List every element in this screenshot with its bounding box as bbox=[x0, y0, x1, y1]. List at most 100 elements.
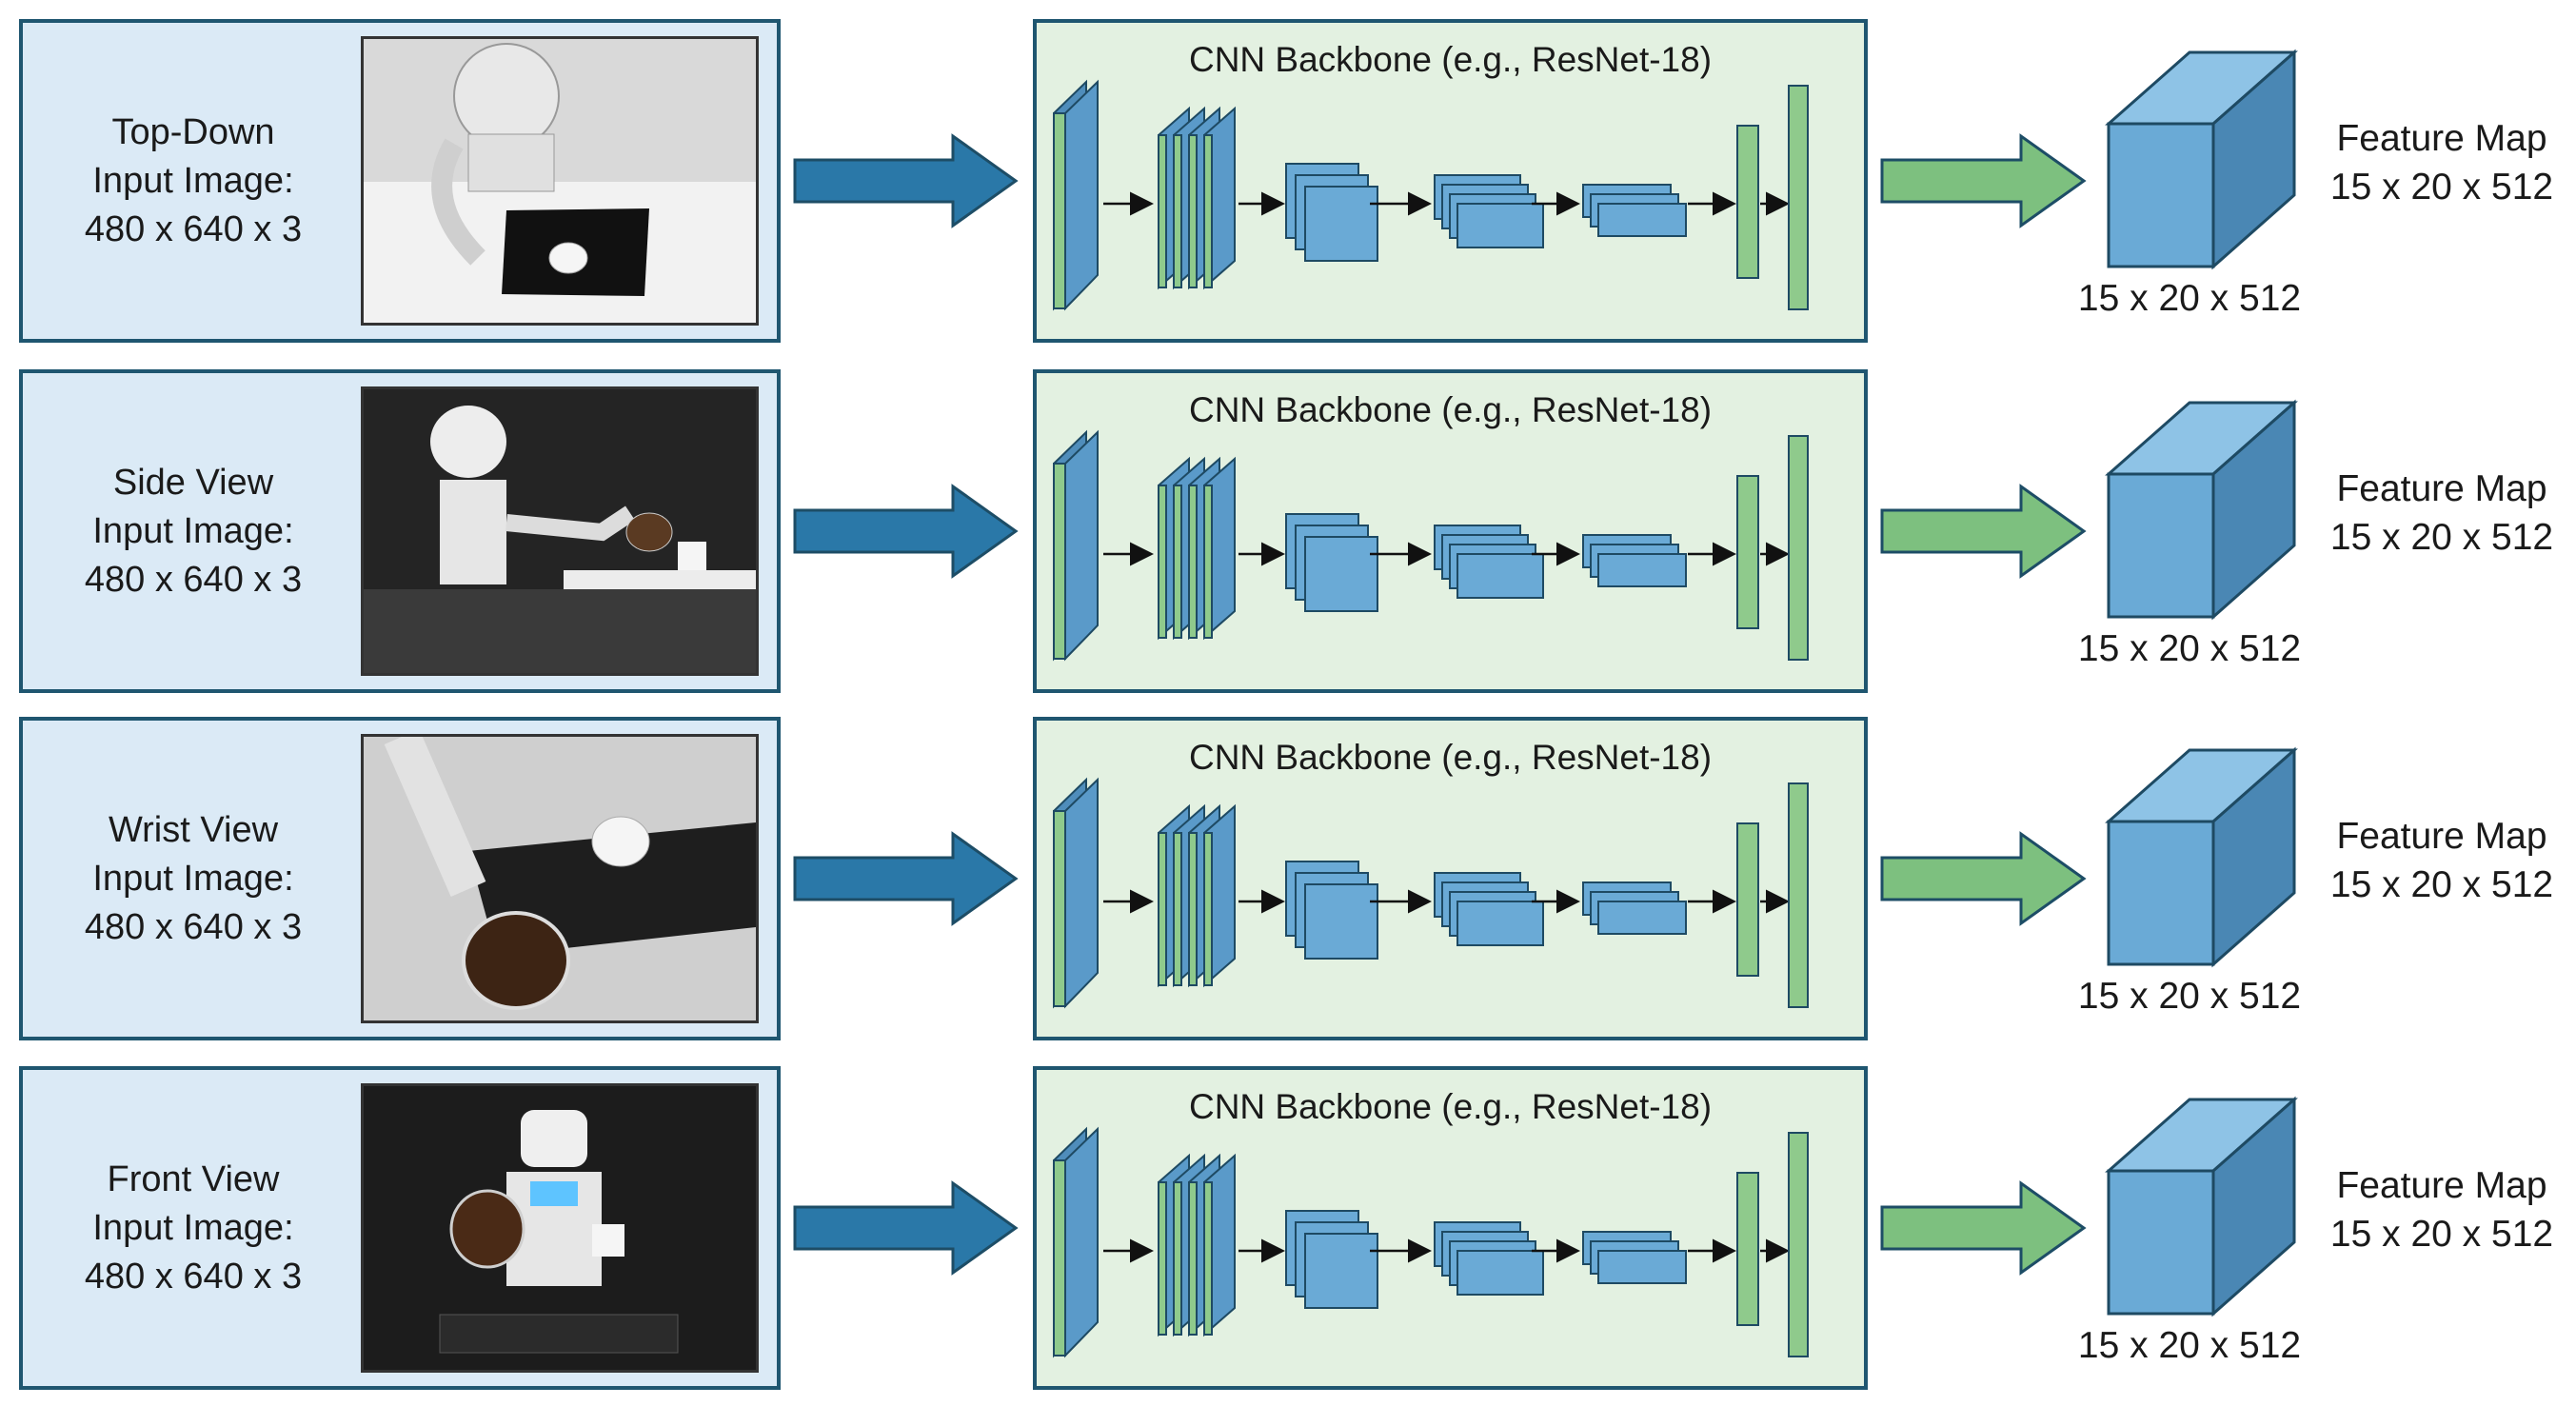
input-image-caption: Input Image: bbox=[92, 858, 294, 899]
input-image-caption: Input Image: bbox=[92, 510, 294, 551]
arrow-shape bbox=[1880, 1180, 2087, 1276]
fc-layer bbox=[1736, 1172, 1759, 1326]
cnn-backbone-panel: CNN Backbone (e.g., ResNet-18) bbox=[1033, 369, 1868, 693]
cnn-backbone-title: CNN Backbone (e.g., ResNet-18) bbox=[1188, 40, 1713, 79]
input-arrow bbox=[793, 484, 1019, 579]
input-image-dims: 480 x 640 x 3 bbox=[84, 906, 303, 947]
cnn-layer-5 bbox=[1582, 1231, 1687, 1284]
cnn-layer-2 bbox=[1158, 106, 1236, 290]
output-layer bbox=[1788, 782, 1809, 1008]
output-arrow bbox=[1880, 831, 2087, 926]
robot-camera-photo bbox=[361, 728, 759, 1023]
cnn-layer-2 bbox=[1158, 1153, 1236, 1337]
floor bbox=[364, 589, 756, 673]
feature-map-title: Feature Map bbox=[2336, 118, 2547, 159]
output-layer bbox=[1788, 435, 1809, 661]
cnn-layer-4 bbox=[1434, 1221, 1544, 1296]
feature-map-label: Feature Map 15 x 20 x 512 bbox=[2313, 812, 2570, 909]
robot-head bbox=[453, 43, 560, 149]
feature-map-dims: 15 x 20 x 512 bbox=[2329, 517, 2554, 558]
robot-scene-illustration bbox=[439, 1110, 679, 1354]
robot-arm bbox=[431, 138, 485, 266]
cnn-layer-stack bbox=[1053, 79, 1809, 311]
cnn-layer-1 bbox=[1053, 777, 1099, 1009]
cnn-layer-4 bbox=[1434, 872, 1544, 946]
cnn-layer-5 bbox=[1582, 881, 1687, 935]
cnn-layer-2 bbox=[1158, 803, 1236, 988]
robot-head bbox=[430, 406, 506, 478]
feature-map-cube bbox=[2105, 746, 2298, 968]
view-name: Wrist View bbox=[108, 809, 279, 850]
robot-arm bbox=[505, 505, 635, 542]
cnn-layer-5 bbox=[1582, 534, 1687, 587]
view-row: Front View Input Image: 480 x 640 x 3 CN… bbox=[0, 1066, 2576, 1390]
cnn-layer-3 bbox=[1285, 513, 1378, 612]
cube-dimensions: 15 x 20 x 512 bbox=[2077, 278, 2302, 319]
arrow-shape bbox=[793, 1180, 1019, 1276]
cnn-layer-stack bbox=[1053, 429, 1809, 662]
cnn-layer-3 bbox=[1285, 1210, 1378, 1309]
input-image-panel: Wrist View Input Image: 480 x 640 x 3 bbox=[19, 717, 781, 1040]
feature-map-label: Feature Map 15 x 20 x 512 bbox=[2313, 1161, 2570, 1258]
cup bbox=[678, 542, 706, 570]
output-arrow bbox=[1880, 484, 2087, 579]
cnn-backbone-title: CNN Backbone (e.g., ResNet-18) bbox=[1188, 1087, 1713, 1126]
cnn-layer-4 bbox=[1434, 174, 1544, 248]
cnn-backbone-panel: CNN Backbone (e.g., ResNet-18) bbox=[1033, 19, 1868, 343]
robot-body bbox=[467, 133, 555, 192]
feature-map-dims: 15 x 20 x 512 bbox=[2329, 1214, 2554, 1255]
cnn-backbone-panel: CNN Backbone (e.g., ResNet-18) bbox=[1033, 717, 1868, 1040]
cup bbox=[548, 242, 588, 274]
input-image-label: Side View Input Image: 480 x 640 x 3 bbox=[36, 373, 350, 689]
robot-scene-illustration bbox=[384, 728, 756, 1010]
input-image-panel: Side View Input Image: 480 x 640 x 3 bbox=[19, 369, 781, 693]
cnn-backbone-title: CNN Backbone (e.g., ResNet-18) bbox=[1188, 738, 1713, 777]
fc-layer bbox=[1736, 125, 1759, 279]
feature-map-label: Feature Map 15 x 20 x 512 bbox=[2313, 114, 2570, 211]
cube-front-face bbox=[2107, 122, 2215, 268]
coffee-pot bbox=[462, 911, 570, 1010]
arrow-shape bbox=[1880, 831, 2087, 926]
feature-map-title: Feature Map bbox=[2336, 1165, 2547, 1206]
view-name: Top-Down bbox=[111, 111, 275, 152]
input-image-panel: Front View Input Image: 480 x 640 x 3 bbox=[19, 1066, 781, 1390]
coffee-pot bbox=[625, 512, 673, 552]
arrow-shape bbox=[793, 133, 1019, 228]
robot-camera-photo bbox=[361, 1083, 759, 1373]
view-name: Side View bbox=[112, 462, 274, 503]
cup bbox=[591, 816, 650, 867]
base-tray bbox=[439, 1314, 679, 1354]
chest-screen bbox=[530, 1181, 578, 1206]
input-image-label: Top-Down Input Image: 480 x 640 x 3 bbox=[36, 23, 350, 339]
input-image-label: Front View Input Image: 480 x 640 x 3 bbox=[36, 1070, 350, 1386]
feature-map-title: Feature Map bbox=[2336, 816, 2547, 857]
arrow-shape bbox=[793, 484, 1019, 579]
input-image-caption: Input Image: bbox=[92, 1207, 294, 1248]
cnn-layer-5 bbox=[1582, 184, 1687, 237]
output-arrow bbox=[1880, 1180, 2087, 1276]
cube-dimensions: 15 x 20 x 512 bbox=[2077, 976, 2302, 1017]
cnn-backbone-panel: CNN Backbone (e.g., ResNet-18) bbox=[1033, 1066, 1868, 1390]
robot-head bbox=[521, 1110, 587, 1167]
cube-front-face bbox=[2107, 472, 2215, 619]
cnn-layer-1 bbox=[1053, 1126, 1099, 1358]
cnn-layer-2 bbox=[1158, 456, 1236, 641]
coffee-pot bbox=[449, 1189, 525, 1269]
output-arrow bbox=[1880, 133, 2087, 228]
feature-map-dims: 15 x 20 x 512 bbox=[2329, 864, 2554, 905]
fc-layer bbox=[1736, 475, 1759, 629]
cube-dimensions: 15 x 20 x 512 bbox=[2077, 1325, 2302, 1366]
input-arrow bbox=[793, 831, 1019, 926]
cnn-backbone-title: CNN Backbone (e.g., ResNet-18) bbox=[1188, 390, 1713, 429]
input-arrow bbox=[793, 1180, 1019, 1276]
arrow-shape bbox=[1880, 484, 2087, 579]
feature-map-label: Feature Map 15 x 20 x 512 bbox=[2313, 465, 2570, 562]
input-image-dims: 480 x 640 x 3 bbox=[84, 208, 303, 249]
view-row: Side View Input Image: 480 x 640 x 3 CNN… bbox=[0, 369, 2576, 693]
feature-map-cube bbox=[2105, 1096, 2298, 1317]
arrow-shape bbox=[793, 831, 1019, 926]
cup bbox=[592, 1224, 624, 1257]
cube-front-face bbox=[2107, 1169, 2215, 1316]
cnn-layer-4 bbox=[1434, 525, 1544, 599]
